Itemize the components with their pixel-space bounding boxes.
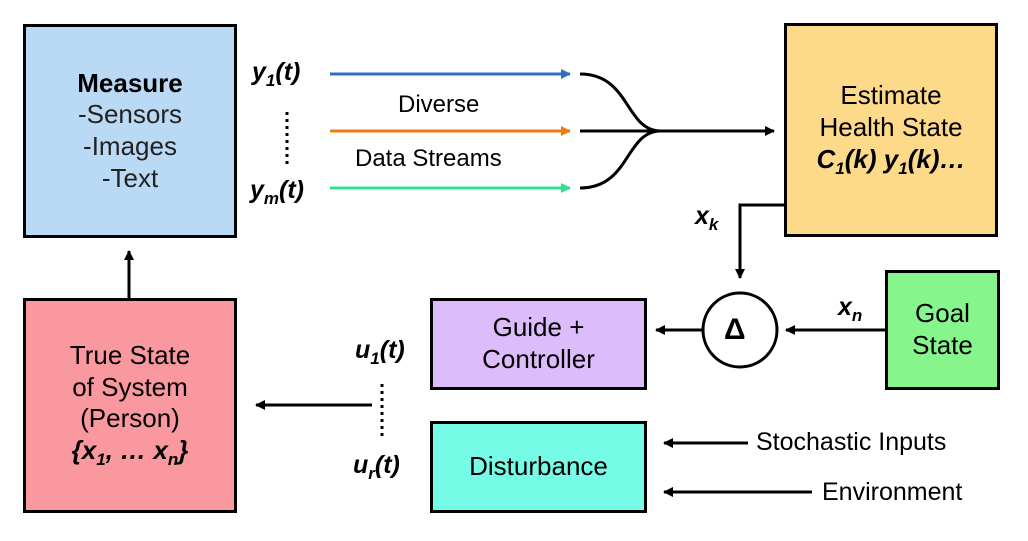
estimate-box: Estimate Health State C1(k) y1(k)… [784,23,998,237]
xn-label: xn [838,293,863,325]
measure-title: Measure [77,67,183,98]
estimate-formula: C1(k) y1(k)… [816,143,966,178]
merge-curve-top [579,72,661,133]
stream-label-y1: y1(t) [252,58,301,90]
goal-line1: Goal [915,298,970,329]
guide-controller-box: Guide + Controller [430,298,647,390]
control-label-ur: ur(t) [353,451,400,483]
estimate-to-delta-arrow [735,203,786,279]
guide-line2: Controller [482,344,595,374]
true-state-box: True State of System (Person) {x1, … xn} [23,298,237,513]
goal-box: Goal State [885,270,1000,390]
estimate-line2: Health State [819,112,963,143]
measure-box: Measure -Sensors -Images -Text [23,24,237,238]
measure-item-text: -Text [101,162,159,193]
streams-label-diverse: Diverse [398,91,480,118]
true-state-line1: True State [69,339,191,370]
delta-node [701,291,779,369]
delta-symbol: Δ [724,313,746,346]
true-state-line2: of System [72,371,188,402]
stream-label-ym: ym(t) [250,176,305,208]
estimate-line1: Estimate [840,80,942,111]
true-state-set: {x1, … xn} [71,435,189,470]
goal-line2: State [912,330,973,360]
guide-line1: Guide + [492,312,585,343]
measure-item-sensors: -Sensors [77,99,183,130]
true-state-line3: (Person) [80,403,180,434]
measure-item-images: -Images [83,131,177,161]
environment-label: Environment [822,478,963,506]
xk-label: xk [695,202,719,234]
merge-curve-bottom [579,129,661,190]
streams-label-data-streams: Data Streams [355,145,502,172]
disturbance-label: Disturbance [469,451,608,482]
disturbance-box: Disturbance [430,421,647,513]
control-label-u1: u1(t) [355,336,405,368]
stochastic-inputs-label: Stochastic Inputs [756,428,947,456]
